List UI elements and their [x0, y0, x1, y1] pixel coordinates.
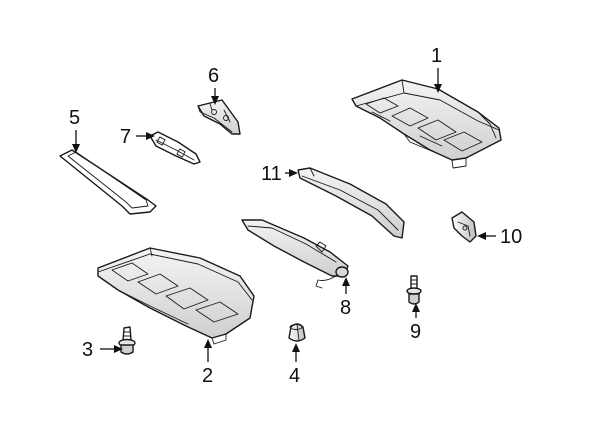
- callout-1: 1: [431, 45, 442, 93]
- callout-5-label: 5: [69, 107, 80, 129]
- callout-3: 3: [82, 339, 123, 361]
- callout-2: 2: [202, 339, 213, 387]
- part-7-retainer-bracket: [149, 131, 201, 165]
- part-1-package-tray: [351, 79, 502, 169]
- callout-4-label: 4: [289, 365, 300, 387]
- callout-5: 5: [69, 107, 80, 153]
- callout-2-label: 2: [202, 365, 213, 387]
- callout-7-label: 7: [120, 126, 131, 148]
- callout-1-label: 1: [431, 45, 442, 67]
- callout-9-label: 9: [410, 321, 421, 343]
- callout-3-label: 3: [82, 339, 93, 361]
- part-4-cap: [288, 323, 306, 342]
- callout-7: 7: [120, 126, 155, 148]
- callout-9: 9: [410, 303, 421, 343]
- callout-10: 10: [477, 226, 522, 248]
- part-9-fastener: [406, 275, 422, 305]
- callout-6-label: 6: [208, 65, 219, 87]
- callout-10-label: 10: [500, 226, 522, 248]
- part-8-cover-panel: [241, 219, 349, 289]
- part-5-trim-strip: [59, 149, 157, 215]
- part-6-bracket: [197, 99, 241, 135]
- callout-4: 4: [289, 343, 300, 387]
- callout-8: 8: [340, 277, 351, 319]
- part-10-side-bracket: [451, 211, 477, 243]
- part-3-push-clip: [118, 326, 136, 355]
- callout-11-label: 11: [261, 163, 282, 185]
- callout-11: 11: [261, 163, 298, 185]
- part-11-shade-bar: [297, 167, 405, 239]
- callout-8-label: 8: [340, 297, 351, 319]
- part-2-trunk-floor-panel: [97, 247, 255, 345]
- callout-6: 6: [208, 65, 219, 105]
